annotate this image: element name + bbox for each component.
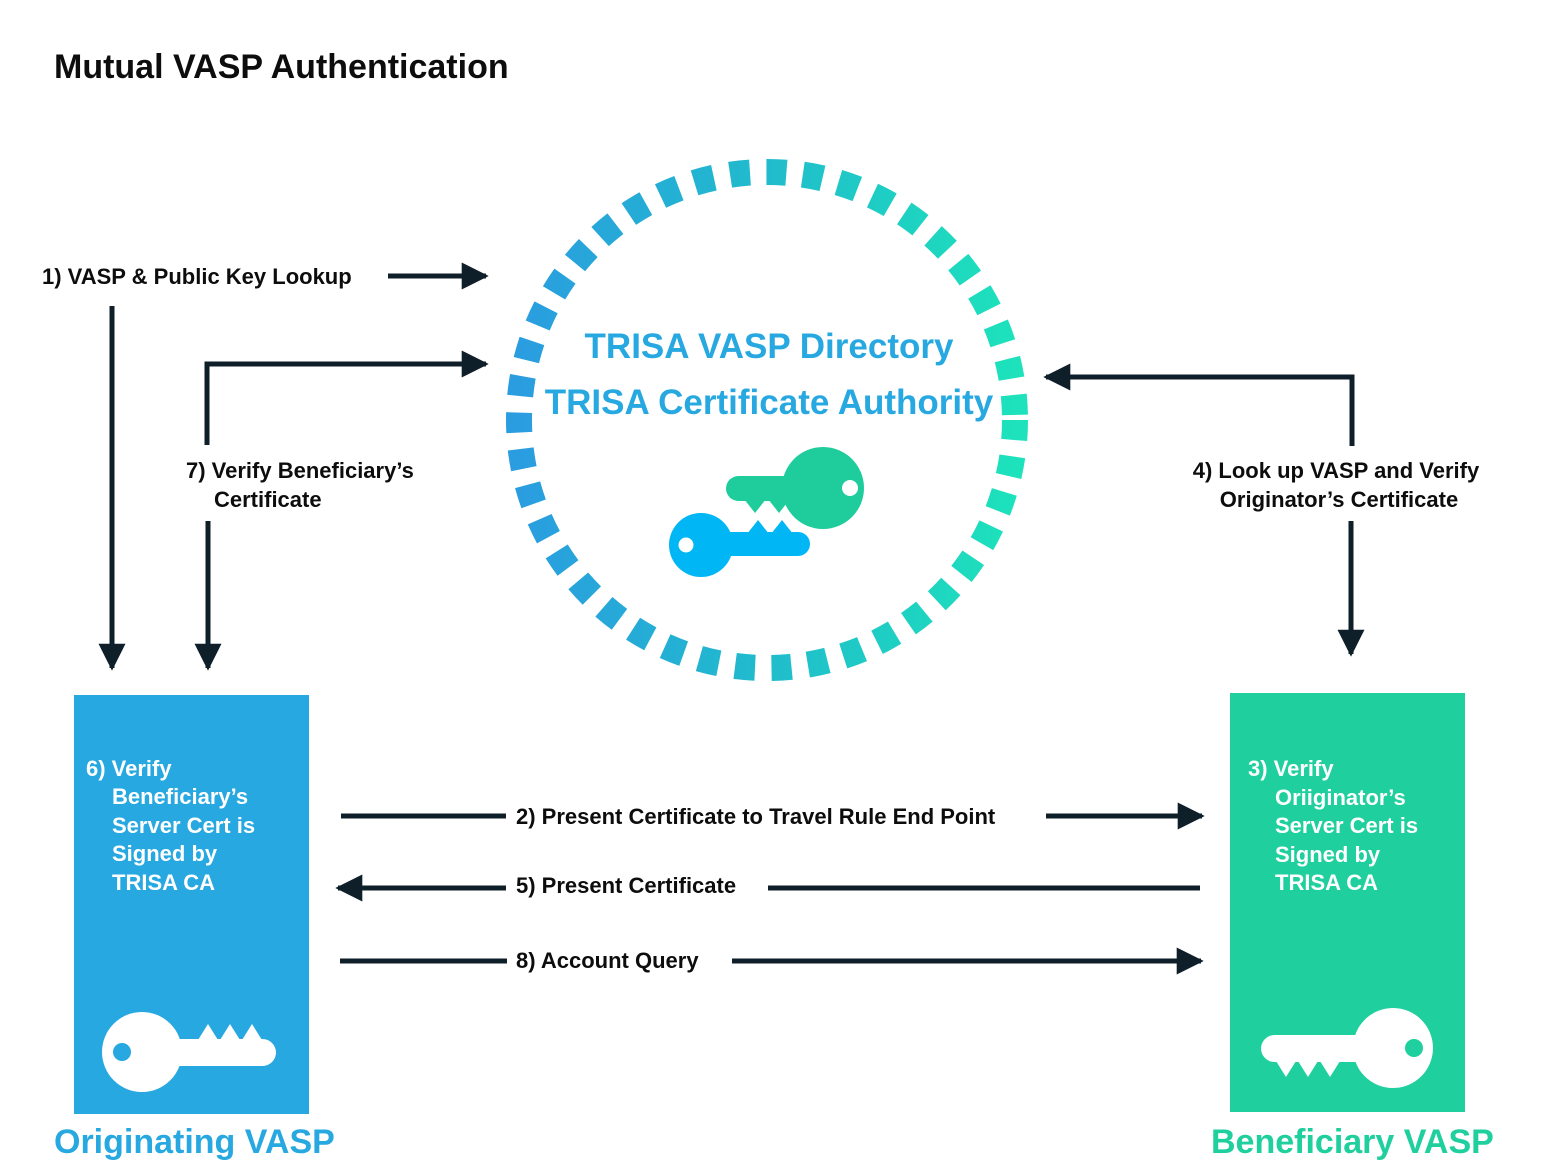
step-3-line-2: Oriiginator’s — [1275, 785, 1406, 810]
page-title: Mutual VASP Authentication — [54, 48, 509, 86]
step-6-line-1: 6) Verify — [86, 756, 172, 781]
step-6-line-3: Server Cert is — [112, 813, 255, 838]
step-6-line-2: Beneficiary’s — [112, 784, 248, 809]
step-8-label: 8) Account Query — [516, 948, 699, 973]
certificate-authority-title: TRISA Certificate Authority — [545, 383, 994, 422]
step-4-line-2: Originator’s Certificate — [1220, 487, 1458, 512]
beneficiary-vasp-label: Beneficiary VASP — [1211, 1123, 1494, 1161]
step-7-line-1: 7) Verify Beneficiary’s — [186, 458, 414, 483]
directory-ring — [506, 159, 1028, 681]
step-3-text: 3) Verify Oriiginator’s Server Cert is S… — [1248, 756, 1418, 895]
step-6-text: 6) Verify Beneficiary’s Server Cert is S… — [86, 756, 255, 895]
green-key-icon — [726, 447, 864, 529]
originating-key-icon — [102, 1012, 276, 1092]
step-3-line-1: 3) Verify — [1248, 756, 1334, 781]
originating-vasp-label: Originating VASP — [54, 1123, 335, 1161]
step-6-line-4: Signed by — [112, 841, 218, 866]
step-6-line-5: TRISA CA — [112, 870, 215, 895]
step-7-up-arrow — [204, 350, 489, 445]
step-3-line-3: Server Cert is — [1275, 813, 1418, 838]
blue-key-icon — [669, 513, 810, 577]
step-4-up-arrow — [1043, 363, 1355, 446]
step-3-line-5: TRISA CA — [1275, 870, 1378, 895]
step-1-label: 1) VASP & Public Key Lookup — [42, 264, 352, 289]
step-2-label: 2) Present Certificate to Travel Rule En… — [516, 804, 996, 829]
directory-title: TRISA VASP Directory — [585, 327, 954, 366]
step-7-line-2: Certificate — [214, 487, 322, 512]
step-3-line-4: Signed by — [1275, 842, 1381, 867]
step-5-label: 5) Present Certificate — [516, 873, 736, 898]
beneficiary-key-icon — [1261, 1008, 1433, 1088]
step-4-line-1: 4) Look up VASP and Verify — [1193, 458, 1480, 483]
